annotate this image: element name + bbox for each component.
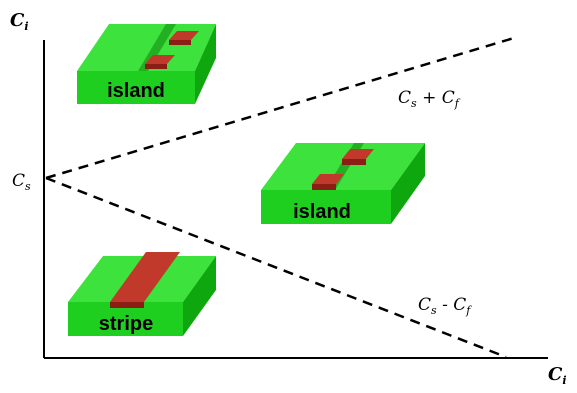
lower-line-label: Cs - Cf (418, 295, 472, 317)
island-pad (169, 31, 199, 40)
island-pad-side (312, 184, 336, 190)
block-front-face (261, 190, 391, 224)
island-pad (342, 149, 374, 159)
upper-dashed-line (45, 36, 515, 180)
block-label: island (293, 201, 351, 223)
island-pad (145, 55, 175, 64)
origin-label: Cs (12, 171, 31, 193)
block-label: island (107, 80, 165, 102)
x-axis-label: Ci (548, 364, 567, 387)
island-pad-side (342, 159, 366, 165)
upper-line-label: Cs + Cf (398, 88, 461, 110)
island-pad-side (145, 64, 167, 69)
y-axis-label: Ci (10, 10, 29, 33)
block-label: stripe (99, 313, 153, 335)
block-side-face (195, 24, 216, 104)
island-pad (312, 174, 344, 184)
stripe-pad-side (110, 302, 144, 308)
island-pad-side (169, 40, 191, 45)
stripe-pad (110, 252, 180, 302)
block-front-face (77, 71, 195, 104)
island-block-middle-right: island (261, 143, 425, 224)
island-block-top-left: island (77, 24, 216, 104)
block-side-face (391, 143, 425, 224)
lower-dashed-line (45, 176, 507, 359)
stripe-block-bottom-left: stripe (68, 252, 216, 336)
block-groove (138, 24, 176, 71)
block-side-face (183, 256, 216, 336)
